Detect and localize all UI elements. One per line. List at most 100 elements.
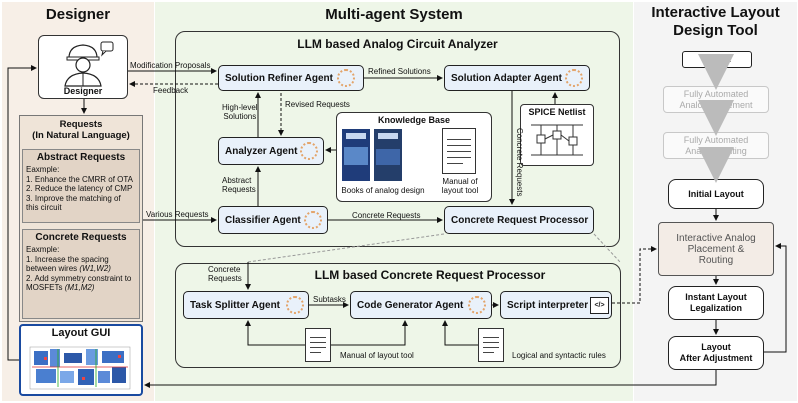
high-level-solutions-label: High-level Solutions (222, 103, 258, 121)
solution-refiner-label: Solution Refiner Agent (225, 72, 333, 84)
processor-manual-doc-icon (305, 328, 331, 362)
abstract-requests-title: Abstract Requests (36, 152, 126, 163)
tool-title-line2: Design Tool (673, 22, 758, 39)
solution-adapter-label: Solution Adapter Agent (451, 72, 562, 84)
abstract-item-4: this circuit (26, 203, 62, 212)
auto-routing-line1: Fully Automated (683, 134, 749, 145)
circuit-schematic-icon (531, 124, 583, 156)
instant-line2: Legalization (689, 303, 742, 313)
concrete-processor-label: Concrete Request Processor (451, 214, 589, 226)
task-splitter-swirl-icon (286, 296, 304, 314)
interactive-line1: Interactive Analog (676, 232, 756, 244)
after-line2: After Adjustment (679, 353, 753, 363)
manual-doc-icon (442, 128, 476, 174)
instant-line1: Instant Layout (685, 292, 747, 302)
interactive-line2: Placement & (687, 243, 745, 255)
manual-to-codegen-arrow (331, 320, 408, 346)
designer-label: Designer (63, 86, 103, 96)
refined-solutions-label: Refined Solutions (368, 67, 431, 76)
tool-section-title: Interactive Layout Design Tool (634, 4, 797, 40)
abstract-requests-line1: Abstract (222, 176, 252, 185)
analyzer-agent-label: Analyzer Agent (225, 145, 298, 157)
solution-adapter-swirl-icon (565, 69, 583, 87)
abstract-item-3: 3. Improve the matching of (26, 193, 121, 203)
designer-person-icon (64, 41, 114, 87)
analyzer-agent[interactable]: Analyzer Agent (218, 137, 324, 165)
script-interpreter-label: Script interpreter (507, 299, 589, 311)
analyzer-agent-swirl-icon (300, 142, 318, 160)
manual-caption-line1: Manual of (442, 177, 478, 186)
abstract-requests-line2: Requests (222, 185, 256, 194)
rules-label: Logical and syntactic rules (512, 351, 606, 360)
processor-title: LLM based Concrete Request Processor (314, 268, 546, 282)
tool-title-line1: Interactive Layout (651, 4, 780, 21)
concrete-example-label: Eaxmple: (26, 245, 60, 254)
revised-requests-label: Revised Requests (285, 100, 350, 109)
layout-gui-title: Layout GUI (51, 327, 111, 339)
spice-netlist-box: SPICE Netlist (520, 104, 594, 166)
abstract-example-label: Eaxmple: (26, 165, 60, 174)
gui-designer-arrow (7, 65, 37, 361)
manual-caption-line2: layout tool (441, 186, 479, 195)
knowledge-base-title: Knowledge Base (377, 115, 451, 125)
analyzer-container (175, 31, 620, 247)
analyzer-title: LLM based Analog Circuit Analyzer (297, 37, 498, 51)
concrete-item-2: between wires (26, 264, 78, 273)
rules-doc-icon (478, 328, 504, 362)
abstract-requests-box: Abstract Requests Eaxmple: 1. Enhance th… (22, 149, 140, 223)
mas-section-title: Multi-agent System (325, 6, 463, 23)
designer-section-title: Designer (45, 6, 111, 23)
manual-to-splitter-arrow (245, 320, 305, 346)
various-requests-label: Various Requests (146, 210, 209, 219)
code-generator-swirl-icon (468, 296, 486, 314)
interpreter-to-tool-arrow (612, 246, 657, 304)
concrete-requests-label: Concrete Requests (352, 211, 421, 220)
concrete-item-3: 2. Add symmetry constraint to (26, 273, 132, 283)
concrete-item-1: 1. Increase the spacing (26, 254, 109, 264)
layout-gui-box[interactable]: Layout GUI (19, 324, 143, 396)
high-level-line2: Solutions (223, 112, 257, 121)
after-line1: Layout (701, 342, 731, 352)
processor-container (175, 263, 621, 368)
solution-refiner-swirl-icon (337, 69, 355, 87)
interactive-line3: Routing (698, 254, 734, 266)
task-splitter-label: Task Splitter Agent (190, 299, 281, 311)
concrete-requests-title: Concrete Requests (35, 232, 127, 243)
classifier-agent-swirl-icon (304, 211, 322, 229)
concrete-item-2-ref: (W1,W2) (79, 264, 111, 273)
feedback-label: Feedback (153, 86, 189, 95)
code-icon: </> (590, 297, 609, 314)
manual-caption: Manual of layout tool (432, 177, 488, 195)
subtasks-label: Subtasks (313, 295, 346, 304)
code-generator-label: Code Generator Agent (357, 299, 464, 311)
processor-manual-label: Manual of layout tool (340, 351, 414, 360)
concrete-requests-vertical-label: Concrete Requests (515, 128, 524, 197)
abstract-requests-label: Abstract Requests (222, 176, 256, 194)
auto-placement-line1: Fully Automated (683, 88, 749, 99)
layout-gui-preview-icon (29, 346, 131, 390)
books-caption: Books of analog design (341, 186, 425, 195)
books-icon (342, 129, 402, 181)
abstract-item-1: 1. Enhance the CMRR of OTA (26, 174, 134, 184)
requests-subtitle: (In Natural Language) (32, 130, 130, 141)
requests-title: Requests (59, 119, 103, 130)
concrete-requests-lower-label: Concrete Requests (208, 265, 242, 283)
concrete-lower-line2: Requests (208, 274, 242, 283)
concrete-lower-line1: Concrete (208, 265, 241, 274)
concrete-requests-box: Concrete Requests Eaxmple: 1. Increase t… (22, 229, 140, 319)
rules-to-codegen-arrow (442, 320, 478, 346)
designer-box: Designer (38, 35, 128, 99)
modification-proposals-label: Modification Proposals (130, 61, 211, 70)
spice-netlist-title: SPICE Netlist (528, 107, 586, 117)
concrete-request-processor-node[interactable]: Concrete Request Processor (444, 206, 594, 234)
layout-to-gui-arrow (144, 370, 717, 388)
concrete-item-4-ref: (M1,M2) (64, 283, 95, 292)
abstract-item-2: 2. Reduce the latency of CMP (26, 184, 133, 193)
classifier-agent-label: Classifier Agent (225, 214, 301, 226)
high-level-line1: High-level (222, 103, 258, 112)
concrete-item-4: MOSFETs (26, 283, 63, 292)
